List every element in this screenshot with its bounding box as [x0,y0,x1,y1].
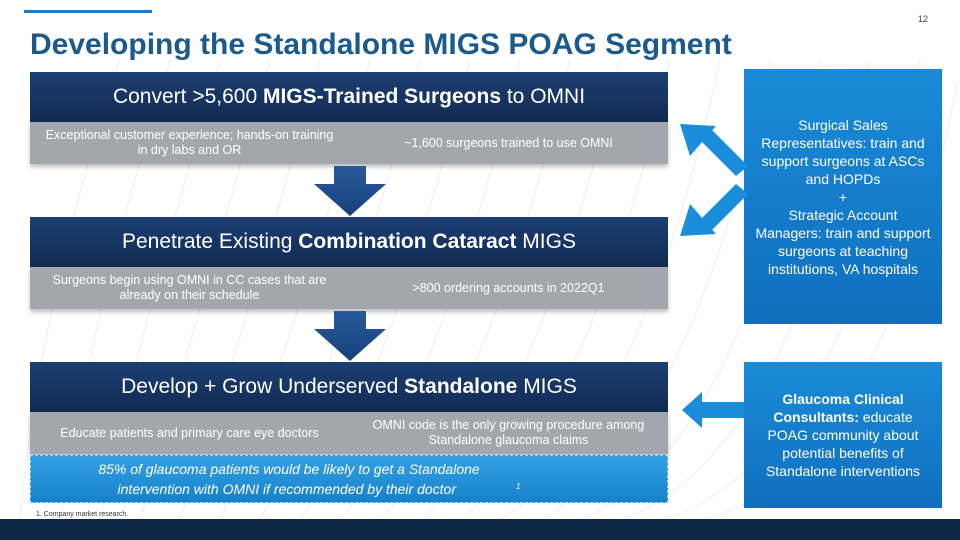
block-header: Convert >5,600 MIGS-Trained Surgeons to … [30,72,668,122]
header-text: Penetrate Existing Combination Cataract … [122,230,576,253]
block-standalone-migs: Develop + Grow Underserved Standalone MI… [30,362,668,454]
block-subrow: Educate patients and primary care eye do… [30,412,668,454]
down-arrow-icon [314,166,386,216]
sub-right-text: >800 ordering accounts in 2022Q1 [412,280,605,295]
block-header: Develop + Grow Underserved Standalone MI… [30,362,668,412]
footnote: 1. Company market research. [36,511,129,518]
block-convert-surgeons: Convert >5,600 MIGS-Trained Surgeons to … [30,72,668,164]
block-subrow: Exceptional customer experience; hands-o… [30,122,668,164]
top-accent-rule [24,10,152,13]
sub-left-text: Exceptional customer experience; hands-o… [45,128,334,157]
sales-team-text: Surgical Sales Representatives: train an… [761,116,925,187]
header-text: Convert >5,600 MIGS-Trained Surgeons to … [112,85,586,108]
sub-right-text: ~1,600 surgeons trained to use OMNI [404,135,613,150]
page-number: 12 [917,14,928,24]
block-header: Penetrate Existing Combination Cataract … [30,217,668,267]
block-combination-cataract: Penetrate Existing Combination Cataract … [30,217,668,309]
header-text: Develop + Grow Underserved Standalone MI… [121,375,577,398]
down-arrow-icon [314,311,386,361]
clinical-consultants-box: Glaucoma Clinical Consultants: educate P… [744,362,942,508]
block-subrow: Surgeons begin using OMNI in CC cases th… [30,267,668,309]
bottom-bar [0,519,960,540]
plus-sign: + [838,188,848,205]
page-title: Developing the Standalone MIGS POAG Segm… [30,28,732,61]
sub-left-text: Educate patients and primary care eye do… [60,425,319,440]
sub-left-text: Surgeons begin using OMNI in CC cases th… [52,273,327,302]
survey-note: 85% of glaucoma patients would be likely… [30,455,668,503]
survey-note-text: 85% of glaucoma patients would be likely… [98,460,521,498]
account-managers-text: Strategic Account Managers: train and su… [755,206,931,277]
sales-team-box: Surgical Sales Representatives: train an… [744,69,942,324]
sub-right-text: OMNI code is the only growing procedure … [372,418,645,447]
clinical-consultants-text: Glaucoma Clinical Consultants: educate P… [765,391,921,479]
